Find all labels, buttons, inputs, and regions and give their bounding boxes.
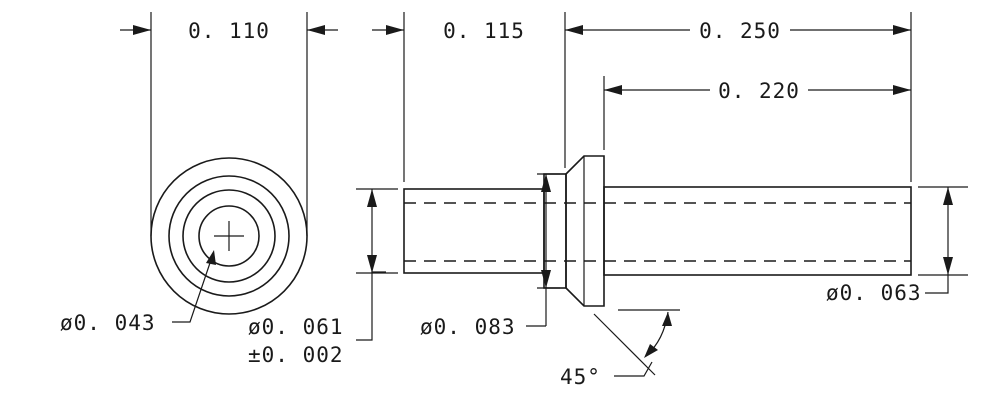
side-view: 0. 115 0. 250 0. 220 ø0. 083	[356, 12, 968, 389]
middle-circle	[168, 175, 290, 297]
bore-circle	[198, 205, 260, 267]
arrowhead	[541, 174, 551, 192]
inner-circle	[182, 189, 276, 283]
dimension-text-outer-diameter: ø0. 061	[248, 315, 344, 339]
dimension-text-width: 0. 110	[188, 19, 270, 43]
dimension-text-outer-tolerance: ±0. 002	[248, 343, 344, 367]
arrowhead	[206, 250, 216, 265]
arrowhead	[307, 25, 325, 35]
angle-leader	[614, 361, 653, 377]
dimension-text-body-length: 0. 220	[718, 79, 800, 103]
chamfer-extension-line	[593, 313, 656, 376]
arrowhead	[541, 270, 551, 288]
arrowhead	[943, 187, 953, 205]
main-body	[603, 186, 912, 276]
arrowhead	[386, 25, 404, 35]
arrowhead	[565, 25, 583, 35]
arrowhead	[604, 85, 622, 95]
arrowhead	[893, 25, 911, 35]
arrowhead	[367, 255, 377, 273]
dimension-text-body-diameter: ø0. 063	[826, 281, 922, 305]
bore-leader-line	[172, 256, 213, 323]
arrowhead	[662, 312, 672, 326]
dimension-text-chamfer-angle: 45°	[560, 365, 601, 389]
arrowhead	[644, 344, 658, 358]
end-view: 0. 110 ø0. 043 ø0. 061 ±0. 002	[60, 12, 386, 367]
outer-diameter-leader	[356, 271, 386, 341]
arrowhead	[943, 257, 953, 275]
dimension-text-step-length: 0. 115	[443, 19, 525, 43]
arrowhead	[893, 85, 911, 95]
leader-line	[925, 275, 949, 294]
dimension-text-bore: ø0. 043	[60, 311, 156, 335]
arrowhead	[367, 189, 377, 207]
arrowhead	[133, 25, 151, 35]
dimension-text-overall-length: 0. 250	[699, 19, 781, 43]
dimension-text-flange-diameter: ø0. 083	[420, 315, 516, 339]
flange	[565, 155, 605, 307]
